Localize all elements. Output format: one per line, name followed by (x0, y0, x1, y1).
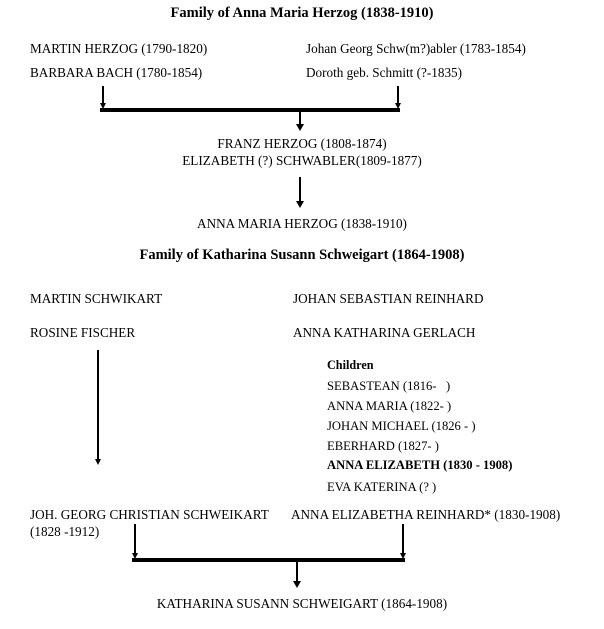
couple-name-elizabeth-schwabler: ELIZABETH (?) SCHWABLER(1809-1877) (182, 153, 422, 168)
parent-name-martin-schwikart: MARTIN SCHWIKART (30, 291, 163, 306)
connector-arrowhead-right-schweigart (399, 553, 406, 559)
child-list-item-eberhard: EBERHARD (1827- ) (327, 439, 439, 453)
couple-name-franz-herzog: FRANZ HERZOG (1808-1874) (217, 136, 387, 151)
family-title-schweigart: Family of Katharina Susann Schweigart (1… (139, 247, 465, 263)
connector-line-long-schweigart (97, 350, 99, 463)
couple-dates-joh-georg-christian-schweikart: (1828 -1912) (30, 524, 100, 539)
connector-line-center-herzog (299, 112, 301, 126)
parent-name-johan-sebastian-reinhard: JOHAN SEBASTIAN REINHARD (293, 291, 484, 306)
connector-line-herzog-descendant (299, 177, 301, 204)
connector-line-right-herzog (397, 86, 399, 105)
child-list-item-sebastean: SEBASTEAN (1816- ) (327, 379, 451, 393)
child-list-item-anna-elizabeth: ANNA ELIZABETH (1830 - 1908) (327, 458, 513, 472)
children-heading: Children (327, 358, 374, 372)
descendant-name-anna-maria-herzog: ANNA MARIA HERZOG (1838-1910) (197, 216, 407, 231)
parent-name-anna-katharina-gerlach: ANNA KATHARINA GERLACH (293, 325, 476, 340)
couple-name-joh-georg-christian-schweikart: JOH. GEORG CHRISTIAN SCHWEIKART (30, 507, 269, 522)
connector-arrowhead-right-herzog (394, 103, 401, 109)
family-title-herzog: Family of Anna Maria Herzog (1838-1910) (170, 5, 434, 21)
connector-arrowhead-herzog-descendant (296, 201, 304, 208)
connector-bar-schweigart (132, 558, 405, 562)
parent-name-johan-georg-schwabler: Johan Georg Schw(m?)abler (1783-1854) (306, 41, 526, 56)
connector-arrowhead-center-schweigart (293, 581, 301, 588)
couple-name-anna-elizabetha-reinhard: ANNA ELIZABETHA REINHARD* (1830-1908) (291, 507, 561, 522)
connector-bar-herzog (100, 108, 400, 112)
parent-name-rosine-fischer: ROSINE FISCHER (30, 325, 136, 340)
connector-arrowhead-left-herzog (99, 103, 106, 109)
connector-line-left-schweigart (134, 524, 136, 556)
child-list-item-anna-maria: ANNA MARIA (1822- ) (327, 399, 452, 413)
connector-line-left-herzog (102, 86, 104, 105)
parent-name-martin-herzog: MARTIN HERZOG (1790-1820) (30, 41, 208, 56)
connector-arrowhead-left-schweigart (131, 553, 138, 559)
connector-arrowhead-long-schweigart (94, 459, 101, 465)
descendant-name-katharina-susann-schweigart: KATHARINA SUSANN SCHWEIGART (1864-1908) (156, 596, 448, 611)
parent-name-doroth-schmitt: Doroth geb. Schmitt (?-1835) (306, 65, 463, 80)
connector-line-right-schweigart (402, 524, 404, 556)
connector-line-center-schweigart (296, 562, 298, 584)
child-list-item-johan-michael: JOHAN MICHAEL (1826 - ) (327, 419, 476, 433)
child-list-item-eva-katerina: EVA KATERINA (? ) (327, 480, 437, 494)
connector-arrowhead-center-herzog (296, 124, 304, 131)
parent-name-barbara-bach: BARBARA BACH (1780-1854) (30, 65, 203, 80)
